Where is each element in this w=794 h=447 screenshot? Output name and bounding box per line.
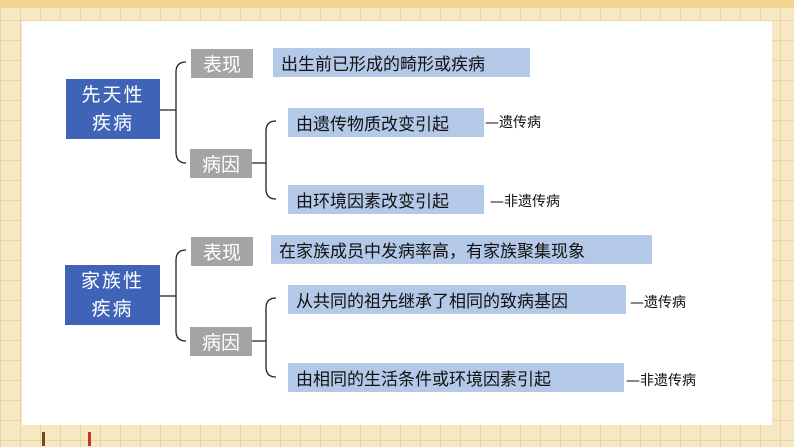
- manifestation-text: 出生前已形成的畸形或疾病: [281, 55, 485, 75]
- cause-item-box: 从共同的祖先继承了相同的致病基因: [288, 285, 626, 314]
- cause-item-box: 由环境因素改变引起: [288, 185, 484, 214]
- manifestation-label: 表现: [202, 242, 241, 264]
- pencil-decoration: [88, 432, 91, 446]
- manifestation-text-box: 在家族成员中发病率高，有家族聚集现象: [271, 235, 652, 264]
- manifestation-label-box: 表现: [191, 237, 253, 266]
- manifestation-label: 表现: [202, 54, 241, 76]
- manifestation-label-box: 表现: [191, 49, 253, 78]
- cause-label: 病因: [201, 332, 240, 354]
- cause-item-text: 由遗传物质改变引起: [296, 115, 449, 135]
- cause-item-text: 从共同的祖先继承了相同的致病基因: [296, 292, 568, 312]
- cause-item-box: 由相同的生活条件或环境因素引起: [288, 363, 624, 392]
- cause-item-text: 由环境因素改变引起: [296, 192, 449, 212]
- manifestation-text: 在家族成员中发病率高，有家族聚集现象: [279, 242, 585, 262]
- topic-familial-disease: 家族性疾病: [65, 265, 160, 325]
- top-accent-bar: [0, 0, 794, 8]
- cause-item-text: 由相同的生活条件或环境因素引起: [296, 370, 551, 390]
- cause-item-result: —遗传病: [485, 115, 541, 131]
- manifestation-text-box: 出生前已形成的畸形或疾病: [273, 48, 530, 77]
- cause-item-result: —非遗传病: [490, 194, 560, 210]
- topic-congenital-disease: 先天性疾病: [66, 79, 160, 139]
- cause-label: 病因: [201, 154, 240, 176]
- topic-label: 先天性疾病: [81, 84, 145, 134]
- cause-item-box: 由遗传物质改变引起: [288, 108, 484, 137]
- cause-label-box: 病因: [190, 327, 252, 356]
- cause-item-result: —遗传病: [630, 295, 686, 311]
- cause-item-result: —非遗传病: [626, 373, 696, 389]
- topic-label: 家族性疾病: [80, 270, 144, 320]
- cause-label-box: 病因: [190, 149, 252, 178]
- pencil-decoration: [42, 432, 45, 446]
